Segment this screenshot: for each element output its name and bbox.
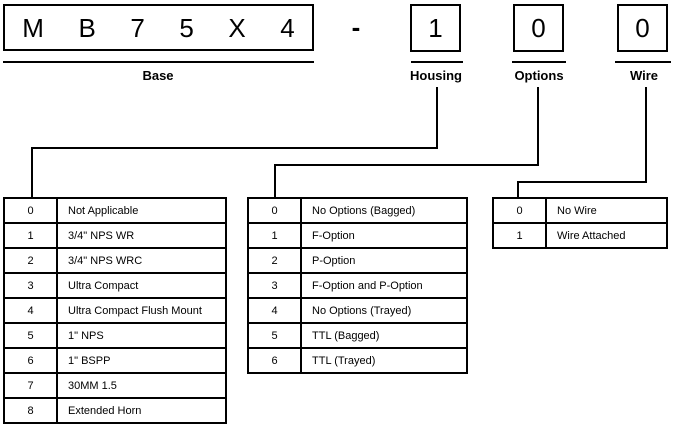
housing-label: Housing bbox=[410, 68, 462, 83]
desc-cell: 3/4" NPS WR bbox=[68, 229, 135, 242]
wire-label: Wire bbox=[629, 68, 659, 83]
code-cell: 1 bbox=[249, 224, 302, 247]
options-connector-line bbox=[274, 164, 276, 199]
code-cell: 6 bbox=[249, 349, 302, 372]
options-underline bbox=[512, 61, 566, 63]
code-cell: 0 bbox=[5, 199, 58, 222]
housing-connector-line bbox=[31, 147, 33, 199]
table-row: 1 3/4" NPS WR bbox=[5, 224, 225, 249]
desc-cell: Not Applicable bbox=[68, 204, 139, 217]
options-code-box: 0 bbox=[513, 4, 564, 52]
code-cell: 3 bbox=[249, 274, 302, 297]
wire-connector-line bbox=[517, 181, 647, 183]
desc-cell: TTL (Trayed) bbox=[312, 354, 376, 367]
options-label: Options bbox=[514, 68, 564, 83]
desc-cell: 30MM 1.5 bbox=[68, 379, 117, 392]
table-row: 6 1" BSPP bbox=[5, 349, 225, 374]
base-char: M bbox=[22, 12, 44, 43]
housing-code-box: 1 bbox=[410, 4, 461, 52]
table-row: 3 Ultra Compact bbox=[5, 274, 225, 299]
table-row: 6 TTL (Trayed) bbox=[249, 349, 466, 372]
code-cell: 4 bbox=[249, 299, 302, 322]
base-char: 5 bbox=[179, 12, 194, 43]
housing-digit: 1 bbox=[428, 13, 443, 43]
desc-cell: F-Option and P-Option bbox=[312, 279, 423, 292]
code-cell: 8 bbox=[5, 399, 58, 422]
code-cell: 2 bbox=[249, 249, 302, 272]
wire-connector-line bbox=[645, 87, 647, 183]
table-row: 1 F-Option bbox=[249, 224, 466, 249]
options-connector-line bbox=[274, 164, 539, 166]
table-row: 8 Extended Horn bbox=[5, 399, 225, 422]
code-cell: 5 bbox=[249, 324, 302, 347]
base-underline bbox=[3, 61, 314, 63]
wire-codes-table: 0 No Wire 1 Wire Attached bbox=[492, 197, 668, 249]
table-row: 0 No Wire bbox=[494, 199, 666, 224]
code-cell: 1 bbox=[5, 224, 58, 247]
code-cell: 2 bbox=[5, 249, 58, 272]
code-cell: 0 bbox=[249, 199, 302, 222]
desc-cell: 1" NPS bbox=[68, 329, 104, 342]
desc-cell: Extended Horn bbox=[68, 404, 142, 417]
code-cell: 3 bbox=[5, 274, 58, 297]
code-cell: 5 bbox=[5, 324, 58, 347]
desc-cell: Wire Attached bbox=[557, 229, 626, 242]
housing-connector-line bbox=[436, 87, 438, 149]
housing-connector-line bbox=[31, 147, 438, 149]
desc-cell: 3/4" NPS WRC bbox=[68, 254, 143, 267]
table-row: 3 F-Option and P-Option bbox=[249, 274, 466, 299]
wire-underline bbox=[615, 61, 671, 63]
desc-cell: P-Option bbox=[312, 254, 356, 267]
desc-cell: F-Option bbox=[312, 229, 355, 242]
desc-cell: No Options (Trayed) bbox=[312, 304, 412, 317]
wire-digit: 0 bbox=[635, 13, 650, 43]
desc-cell: No Options (Bagged) bbox=[312, 204, 416, 217]
code-cell: 1 bbox=[494, 224, 547, 247]
base-char: 7 bbox=[130, 12, 145, 43]
base-label: Base bbox=[142, 68, 174, 83]
table-row: 4 Ultra Compact Flush Mount bbox=[5, 299, 225, 324]
desc-cell: No Wire bbox=[557, 204, 597, 217]
code-cell: 6 bbox=[5, 349, 58, 372]
code-cell: 4 bbox=[5, 299, 58, 322]
table-row: 7 30MM 1.5 bbox=[5, 374, 225, 399]
table-row: 4 No Options (Trayed) bbox=[249, 299, 466, 324]
wire-connector-line bbox=[517, 181, 519, 199]
desc-cell: Ultra Compact Flush Mount bbox=[68, 304, 202, 317]
table-row: 1 Wire Attached bbox=[494, 224, 666, 247]
housing-underline bbox=[411, 61, 463, 63]
base-char: B bbox=[78, 12, 96, 43]
code-cell: 0 bbox=[494, 199, 547, 222]
table-row: 0 No Options (Bagged) bbox=[249, 199, 466, 224]
table-row: 2 P-Option bbox=[249, 249, 466, 274]
desc-cell: 1" BSPP bbox=[68, 354, 111, 367]
wire-code-box: 0 bbox=[617, 4, 668, 52]
options-digit: 0 bbox=[531, 13, 546, 43]
table-row: 2 3/4" NPS WRC bbox=[5, 249, 225, 274]
housing-codes-table: 0 Not Applicable 1 3/4" NPS WR 2 3/4" NPS WRC… bbox=[3, 197, 227, 424]
desc-cell: Ultra Compact bbox=[68, 279, 139, 292]
base-char: X bbox=[228, 12, 246, 43]
options-connector-line bbox=[537, 87, 539, 166]
separator-dash: - bbox=[351, 12, 361, 42]
base-code-box: M B 7 5 X 4 bbox=[3, 4, 314, 51]
table-row: 5 1" NPS bbox=[5, 324, 225, 349]
code-cell: 7 bbox=[5, 374, 58, 397]
base-char: 4 bbox=[280, 12, 295, 43]
desc-cell: TTL (Bagged) bbox=[312, 329, 380, 342]
table-row: 5 TTL (Bagged) bbox=[249, 324, 466, 349]
table-row: 0 Not Applicable bbox=[5, 199, 225, 224]
